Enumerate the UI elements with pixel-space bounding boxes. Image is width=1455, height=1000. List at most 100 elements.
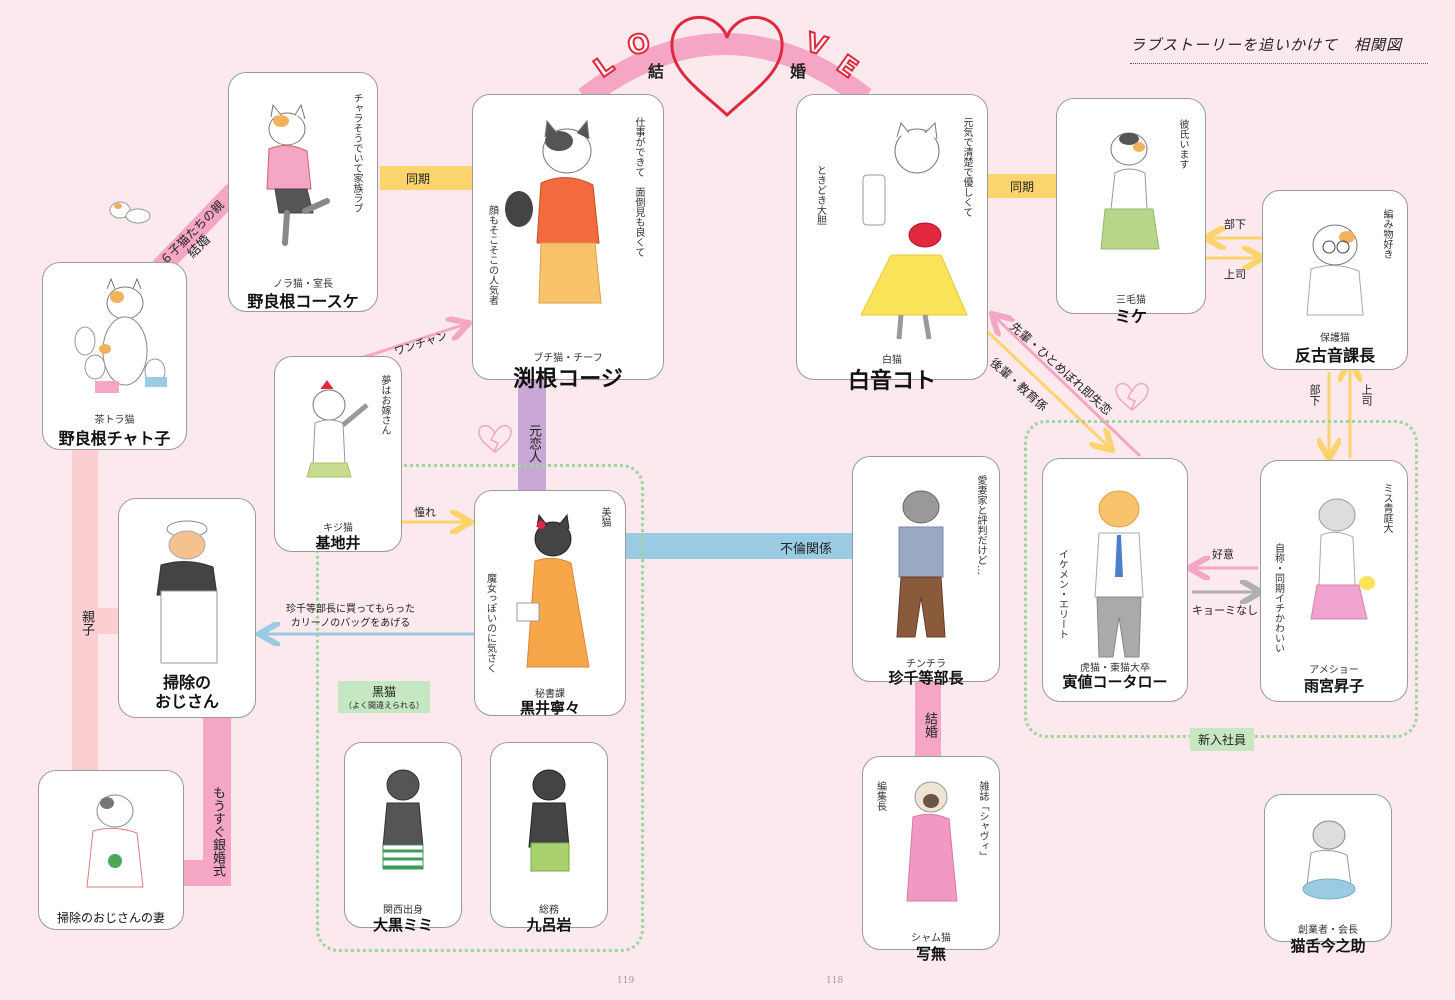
label-joshi: 上司: [1224, 266, 1246, 282]
broken-heart-icon: [479, 426, 511, 452]
shanai-name: 写無: [863, 943, 999, 964]
shanai-sub: シャム猫: [863, 929, 999, 944]
koto-desc-1: 元気で清楚で優しくて: [960, 117, 974, 217]
shanai-desc-2: 雑誌「シャヴィ」: [976, 781, 990, 861]
shoko-sub: アメショー: [1261, 661, 1407, 676]
label-douki-right: 同期: [1010, 178, 1034, 195]
kotaro-desc: イケメン・エリート: [1055, 549, 1069, 639]
koji-desc-1: 仕事ができて 面倒見も良くて: [632, 117, 646, 257]
koto-desc-2: ときどき大胆: [813, 165, 827, 225]
card-chinchira[interactable]: 愛妻家と評判だけど… チンチラ 珍千等部長: [852, 456, 1000, 682]
card-kijii[interactable]: 夢はお嫁さん キジ猫 基地井: [274, 356, 402, 552]
label-douki-left: 同期: [406, 170, 430, 187]
group-black-cats-label: 黒猫: [344, 683, 424, 700]
kijii-desc: 夢はお嫁さん: [378, 375, 392, 435]
ojisan-name: 掃除の おじさん: [119, 673, 255, 711]
label-ex-lover: 元恋人: [524, 424, 543, 463]
cat-illustration-shanai: [887, 771, 977, 921]
card-mike[interactable]: 彼氏います 三毛猫 ミケ: [1056, 98, 1206, 314]
label-joshi-v: 上司: [1358, 384, 1374, 406]
card-tsuma[interactable]: 掃除のおじさんの妻: [38, 770, 184, 930]
shoko-name: 雨宮昇子: [1261, 675, 1407, 696]
nene-desc-1: 美猫: [598, 507, 612, 527]
card-shanai[interactable]: 編集長 雑誌「シャヴィ」 シャム猫 写無: [862, 756, 1000, 950]
cat-illustration-koji: [489, 113, 629, 333]
kosuke-desc: チャラそうでいて家族ラブ: [350, 93, 364, 213]
cat-illustration-kosuke: [239, 93, 349, 273]
nene-desc-2: 魔女っぽいのに気さく: [483, 573, 497, 673]
tsuma-name: 掃除のおじさんの妻: [39, 909, 183, 926]
card-koji[interactable]: 仕事ができて 面倒見も良くて 顔もそこそこの人気者 ブチ猫・チーフ 渕根コージ: [472, 94, 664, 380]
parent-child-band: [72, 430, 98, 772]
marriage-label-left: 結: [648, 58, 664, 82]
kuroiwa-name: 九呂岩: [491, 914, 607, 935]
cat-illustration-nekojita: [1285, 805, 1375, 905]
chatoko-sub: 茶トラ猫: [43, 411, 186, 426]
card-kuroiwa[interactable]: 総務 九呂岩: [490, 742, 608, 928]
card-shoko[interactable]: ミス青庭大 自称・同期イチかわいい アメショー 雨宮昇子: [1260, 460, 1408, 702]
label-akogare: 憧れ: [414, 504, 436, 520]
label-parent-child: 親子: [77, 610, 96, 636]
koto-name: 白音コト: [797, 363, 987, 395]
label-affair: 不倫関係: [780, 538, 832, 557]
cat-illustration-family: [55, 271, 175, 401]
mike-desc: 彼氏います: [1176, 119, 1190, 169]
label-koui: 好意: [1212, 546, 1234, 562]
kijii-name: 基地井: [275, 532, 401, 553]
chatoko-name: 野良根チャト子: [43, 425, 186, 449]
card-mimi[interactable]: 関西出身 大黒ミミ: [344, 742, 462, 928]
heart-icon: [672, 17, 782, 115]
marriage-label-right: 婚: [790, 58, 806, 82]
card-neineine[interactable]: 美猫 魔女っぽいのに気さく 秘書課 黒井寧々: [474, 490, 626, 716]
parent-child-band-branch: [98, 608, 118, 634]
label-buka-v: 部下: [1306, 384, 1322, 406]
cat-illustration-shoko: [1291, 485, 1391, 665]
kotaro-name: 寅値コータロー: [1043, 671, 1187, 692]
card-kotaro[interactable]: イケメン・エリート 虎猫・東猫大卒 寅値コータロー: [1042, 458, 1188, 702]
hankoon-desc: 編み物好き: [1380, 209, 1394, 259]
group-black-cats-tag: 黒猫 （よく間違えられる）: [338, 681, 430, 713]
group-black-cats-note: （よく間違えられる）: [344, 700, 424, 711]
cat-illustration-mike: [1065, 119, 1185, 289]
label-kyomi: キョーミなし: [1192, 602, 1258, 618]
card-chatoko[interactable]: 茶トラ猫 野良根チャト子: [42, 262, 187, 450]
shanai-desc-1: 編集長: [873, 781, 887, 811]
kitten-doodle: [100, 192, 160, 232]
label-buka: 部下: [1224, 216, 1246, 232]
shoko-desc-1: ミス青庭大: [1380, 483, 1394, 533]
nene-name: 黒井寧々: [475, 697, 625, 718]
card-kosuke[interactable]: チャラそうでいて家族ラブ ノラ猫・室長 野良根コースケ: [228, 72, 378, 312]
page-number-right: 118: [826, 976, 843, 986]
kosuke-name: 野良根コースケ: [229, 288, 377, 312]
nekojita-name: 猫舌今之助: [1265, 935, 1391, 956]
cat-illustration-kuroiwa: [505, 757, 595, 897]
chinchira-name: 珍千等部長: [853, 667, 999, 688]
cat-illustration-kotaro: [1067, 477, 1167, 667]
hankoon-name: 反古音課長: [1263, 342, 1407, 366]
card-hankoon[interactable]: 編み物好き 保護猫 反古音課長: [1262, 190, 1408, 370]
nekojita-sub: 創業者・会長: [1265, 921, 1391, 936]
label-silver-wedding: もうすぐ銀婚式: [208, 786, 227, 877]
koji-name: 渕根コージ: [473, 361, 663, 393]
chinchira-desc: 愛妻家と評判だけど…: [974, 475, 988, 575]
mike-name: ミケ: [1057, 303, 1205, 327]
group-new-employees-tag: 新入社員: [1190, 728, 1254, 751]
shoko-desc-2: 自称・同期イチかわいい: [1271, 543, 1285, 653]
page-number-left: 119: [617, 976, 634, 986]
cat-illustration-mimi: [359, 757, 449, 897]
cat-illustration-hankoon: [1275, 205, 1385, 325]
label-bag: 珍千等部長に買ってもらった カリーノのバッグをあげる: [286, 603, 415, 631]
label-marriage-shanai: 結婚: [920, 712, 939, 738]
card-ojisan[interactable]: 掃除の おじさん: [118, 498, 256, 718]
mimi-name: 大黒ミミ: [345, 914, 461, 935]
cat-illustration-ojisan: [133, 515, 243, 665]
broken-heart-icon-2: [1116, 384, 1148, 410]
card-nekojita[interactable]: 創業者・会長 猫舌今之助: [1264, 794, 1392, 942]
card-koto[interactable]: 元気で清楚で優しくて ときどき大胆 白猫 白音コト: [796, 94, 988, 380]
chart-title: ラブストーリーを追いかけて 相関図: [1130, 34, 1428, 64]
koji-desc-2: 顔もそこそこの人気者: [485, 205, 499, 305]
cat-illustration-koto: [821, 115, 971, 345]
cat-illustration-chinchira: [861, 477, 971, 647]
cat-illustration-tsuma: [63, 781, 163, 891]
